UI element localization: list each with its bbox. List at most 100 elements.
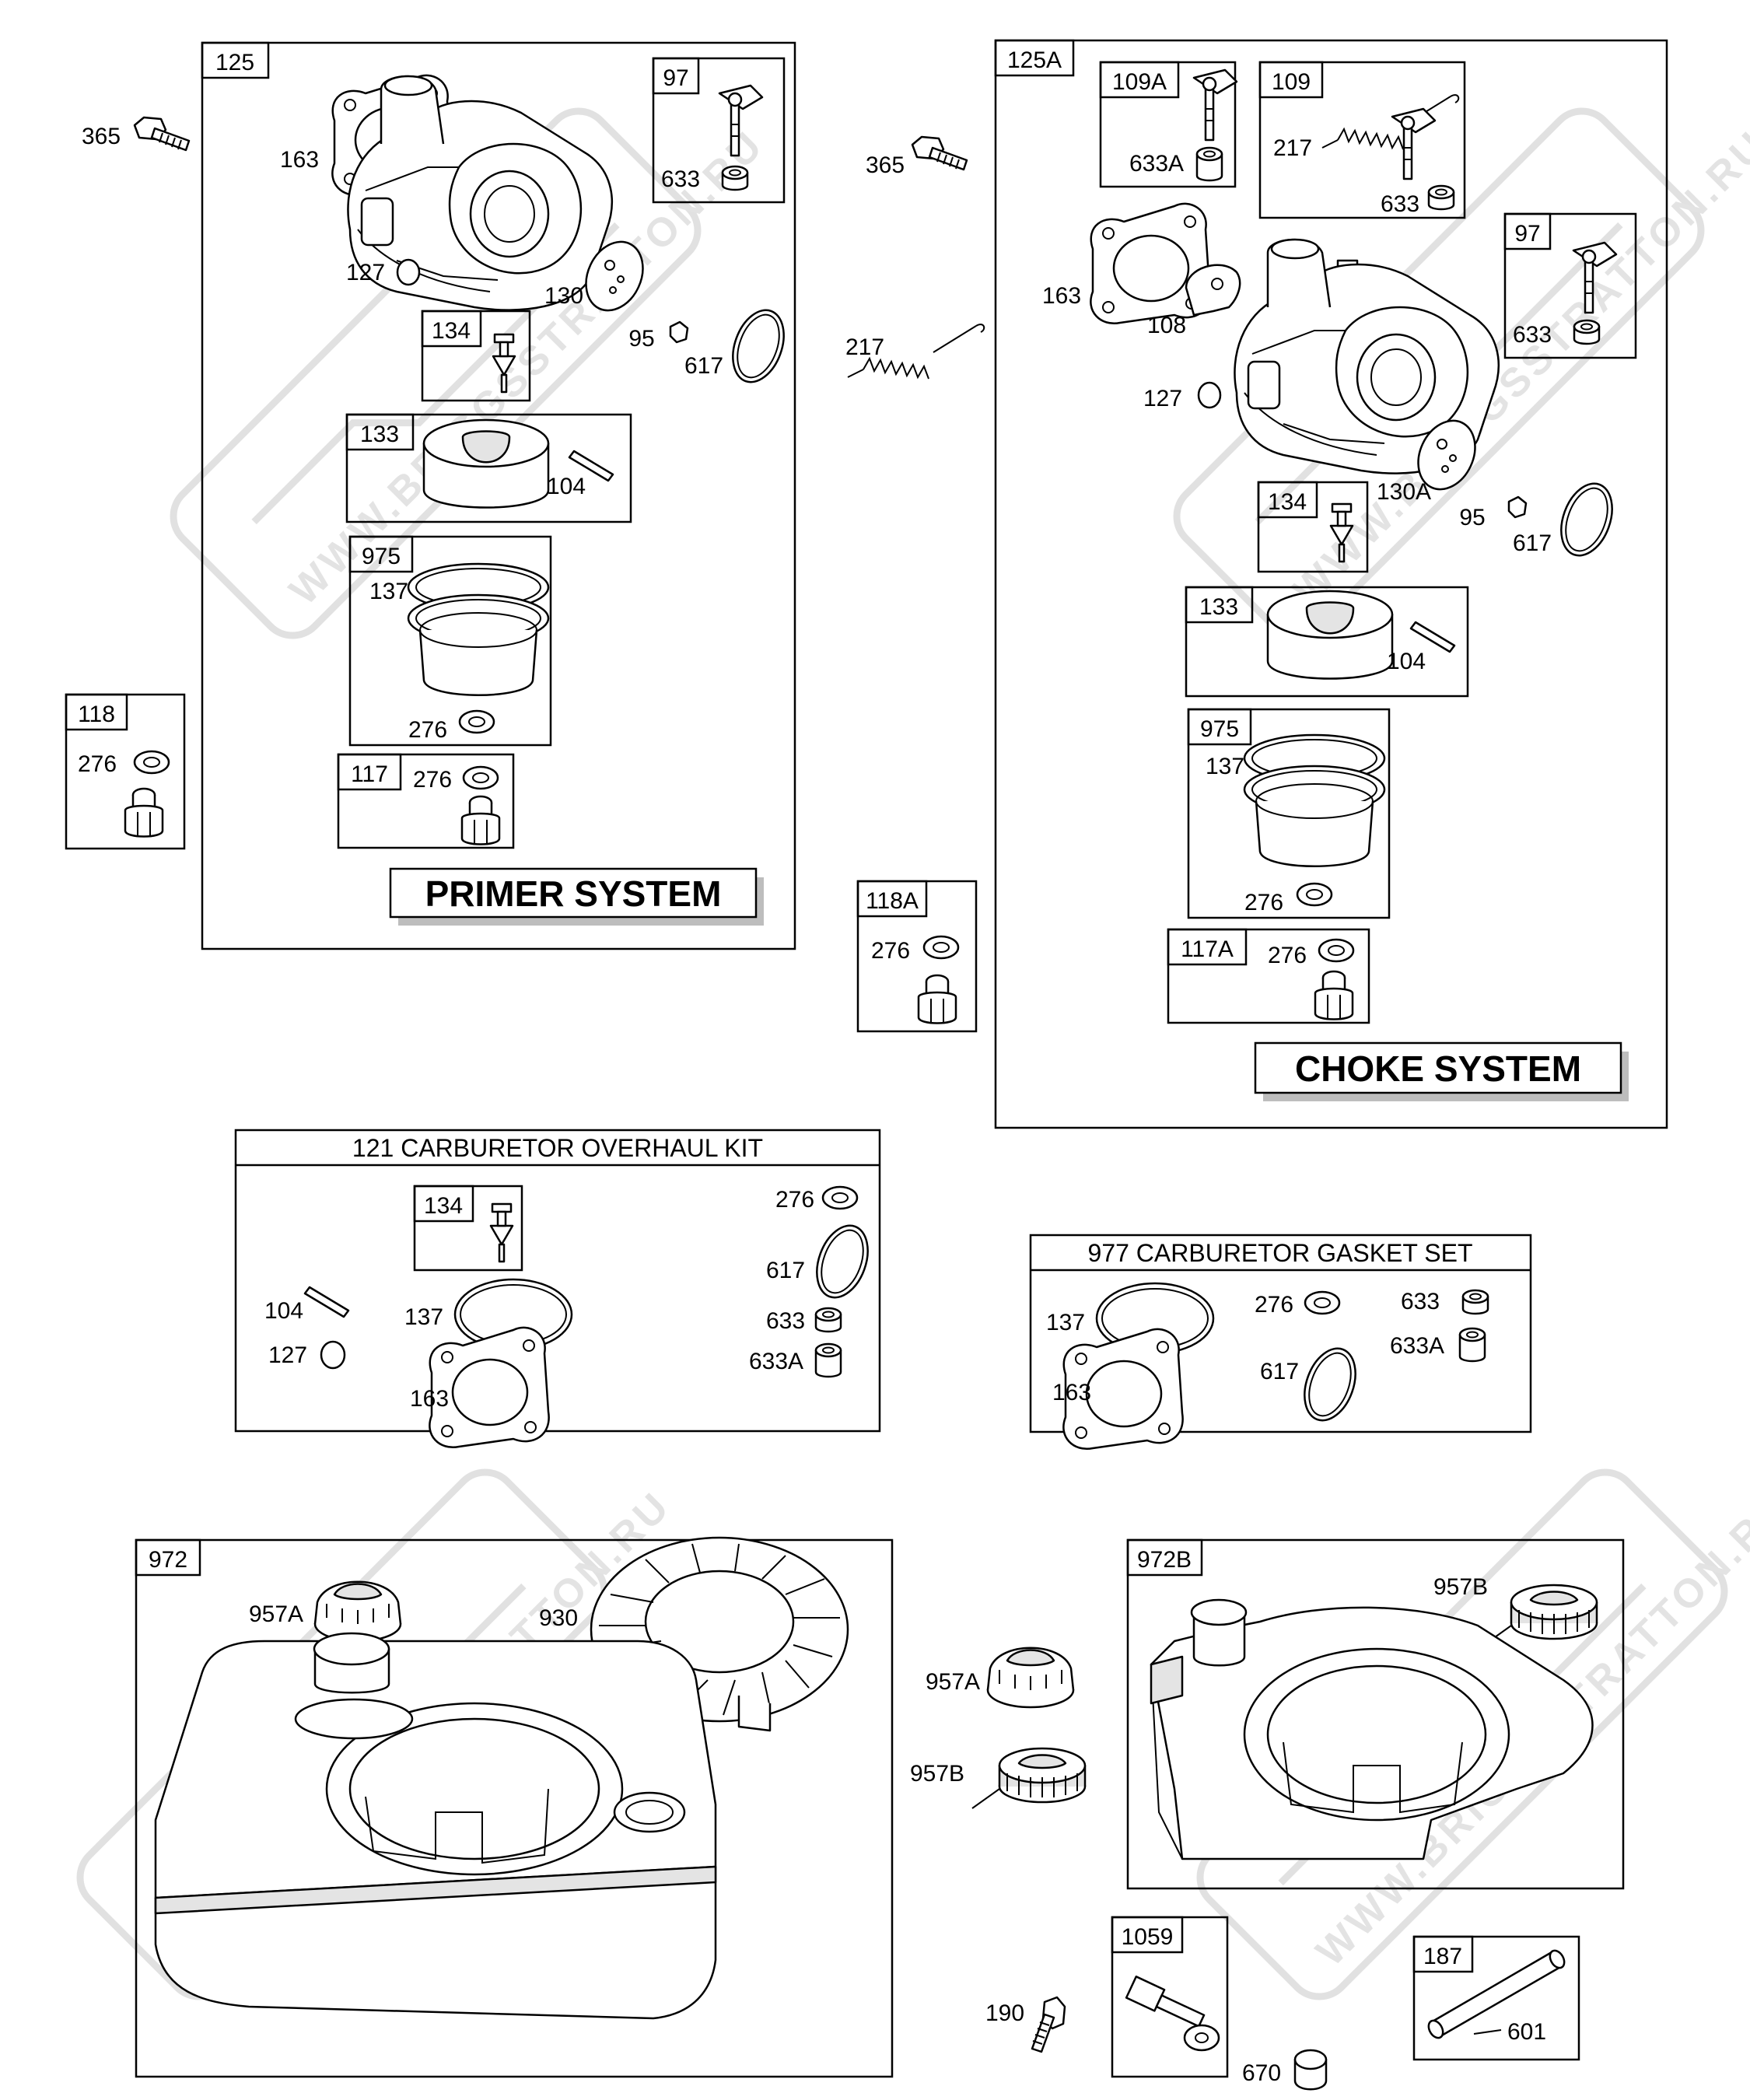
part-label-633: 633 bbox=[661, 166, 700, 192]
spacer-icon bbox=[1293, 2049, 1328, 2091]
spring-icon bbox=[1321, 94, 1460, 150]
fuel-cap-vented-icon bbox=[1482, 1584, 1598, 1647]
part-label-670: 670 bbox=[1242, 2060, 1281, 2086]
part-label-365: 365 bbox=[82, 124, 121, 149]
overhaul-kit-box: 121 CARBURETOR OVERHAUL KIT 134 104 127 … bbox=[234, 1129, 881, 1449]
choke-system-title: CHOKE SYSTEM bbox=[1295, 1048, 1581, 1089]
part-label-601: 601 bbox=[1507, 2019, 1546, 2045]
box-label-972: 972 bbox=[149, 1547, 187, 1573]
part-label-137: 137 bbox=[1046, 1310, 1085, 1335]
box-label-975: 975 bbox=[1200, 716, 1239, 742]
drain-plug-icon bbox=[124, 787, 164, 838]
part-label-95: 95 bbox=[1459, 505, 1485, 530]
part-label-104: 104 bbox=[264, 1298, 303, 1324]
washer-icon bbox=[1318, 938, 1355, 963]
part-label-957A: 957A bbox=[926, 1669, 980, 1695]
box-label-134: 134 bbox=[432, 318, 471, 344]
choke-shaft-icon bbox=[1391, 107, 1437, 180]
bolt-icon bbox=[1031, 1996, 1066, 2053]
box-label-133: 133 bbox=[360, 422, 399, 447]
box-label-1059: 1059 bbox=[1122, 1924, 1174, 1950]
part-label-130A: 130A bbox=[1377, 479, 1431, 505]
part-label-137: 137 bbox=[404, 1304, 443, 1330]
hinge-pin-icon bbox=[1409, 621, 1456, 653]
choke-plate-icon bbox=[1185, 264, 1241, 317]
choke-shaft-icon bbox=[1192, 68, 1238, 142]
part-label-930: 930 bbox=[539, 1605, 578, 1631]
part-label-276: 276 bbox=[413, 767, 452, 793]
part-label-617: 617 bbox=[1260, 1359, 1299, 1384]
part-label-276: 276 bbox=[1244, 890, 1283, 915]
part-label-365: 365 bbox=[866, 152, 905, 178]
fuel-tank-icon bbox=[154, 1632, 717, 2020]
bolt-icon bbox=[911, 135, 968, 171]
float-icon bbox=[1266, 590, 1394, 680]
part-label-127: 127 bbox=[268, 1342, 307, 1368]
part-label-633: 633 bbox=[766, 1308, 805, 1334]
primer-system-title: PRIMER SYSTEM bbox=[425, 873, 722, 914]
washer-icon bbox=[458, 709, 495, 734]
part-label-957B: 957B bbox=[1433, 1574, 1488, 1600]
o-ring-icon bbox=[807, 1217, 878, 1306]
seal-icon bbox=[1458, 1327, 1486, 1363]
overhaul-kit-title: 121 CARBURETOR OVERHAUL KIT bbox=[352, 1134, 763, 1162]
part-label-127: 127 bbox=[346, 260, 385, 285]
box-label-97: 97 bbox=[1514, 221, 1540, 247]
washer-icon bbox=[133, 750, 170, 775]
part-label-957B: 957B bbox=[910, 1761, 964, 1787]
washer-icon bbox=[922, 935, 960, 960]
box-label-975: 975 bbox=[362, 544, 401, 569]
gasket-set-title: 977 CARBURETOR GASKET SET bbox=[1088, 1239, 1473, 1267]
part-label-217: 217 bbox=[1273, 135, 1312, 161]
part-label-276: 276 bbox=[1268, 943, 1307, 968]
clamp-leader-line bbox=[1473, 2029, 1502, 2035]
seal-icon bbox=[1427, 184, 1455, 211]
fuel-tank-b-box: 972B 957B bbox=[1126, 1538, 1625, 1890]
box-label-117A: 117A bbox=[1181, 936, 1234, 962]
seal-icon bbox=[814, 1307, 842, 1333]
part-label-95: 95 bbox=[628, 326, 654, 352]
part-label-633: 633 bbox=[1401, 1289, 1440, 1314]
part-label-276: 276 bbox=[408, 717, 447, 743]
part-label-633: 633 bbox=[1381, 191, 1419, 217]
part-label-127: 127 bbox=[1143, 386, 1182, 411]
part-label-276: 276 bbox=[775, 1187, 814, 1213]
part-label-104: 104 bbox=[547, 474, 586, 499]
box-label-118A: 118A bbox=[866, 888, 919, 914]
shoulder-bolt-icon bbox=[1125, 1976, 1206, 2028]
part-label-217: 217 bbox=[845, 334, 884, 360]
float-bowl-icon bbox=[1243, 733, 1386, 867]
hinge-pin-icon bbox=[568, 450, 614, 482]
screw-icon bbox=[669, 320, 689, 344]
welch-plug-icon bbox=[1197, 381, 1222, 409]
part-label-104: 104 bbox=[1387, 649, 1426, 674]
box-label-97: 97 bbox=[663, 65, 688, 91]
drain-plug-icon bbox=[1314, 970, 1354, 1020]
box-label-118: 118 bbox=[78, 702, 115, 727]
gasket-set-box: 977 CARBURETOR GASKET SET 137 163 276 61… bbox=[1029, 1234, 1532, 1451]
drain-plug-icon bbox=[917, 974, 957, 1024]
screw-icon bbox=[1507, 495, 1528, 519]
part-label-163: 163 bbox=[410, 1386, 449, 1412]
box-label-187: 187 bbox=[1423, 1944, 1462, 1969]
o-ring-icon bbox=[723, 302, 794, 390]
washer-icon bbox=[462, 765, 499, 790]
welch-plug-icon bbox=[320, 1340, 346, 1370]
box-label-125A: 125A bbox=[1007, 47, 1062, 73]
box-label-125: 125 bbox=[215, 50, 254, 75]
seal-icon bbox=[721, 165, 749, 191]
part-label-617: 617 bbox=[1513, 530, 1552, 556]
fuel-cap-vented-icon bbox=[971, 1747, 1087, 1810]
part-label-633A: 633A bbox=[1390, 1333, 1444, 1359]
part-label-137: 137 bbox=[1206, 754, 1244, 779]
part-label-617: 617 bbox=[684, 353, 723, 379]
box-label-109A: 109A bbox=[1112, 69, 1167, 95]
seal-icon bbox=[814, 1342, 842, 1378]
part-label-190: 190 bbox=[985, 2000, 1024, 2026]
choke-system-box: 125A 109A 633A 109 217 633 97 633 163 10… bbox=[994, 39, 1668, 1129]
bolt-icon bbox=[133, 116, 191, 152]
fuel-tank-icon bbox=[1150, 1598, 1594, 1860]
part-label-633A: 633A bbox=[1129, 151, 1184, 177]
box-label-134: 134 bbox=[1268, 489, 1307, 515]
float-icon bbox=[422, 418, 550, 509]
